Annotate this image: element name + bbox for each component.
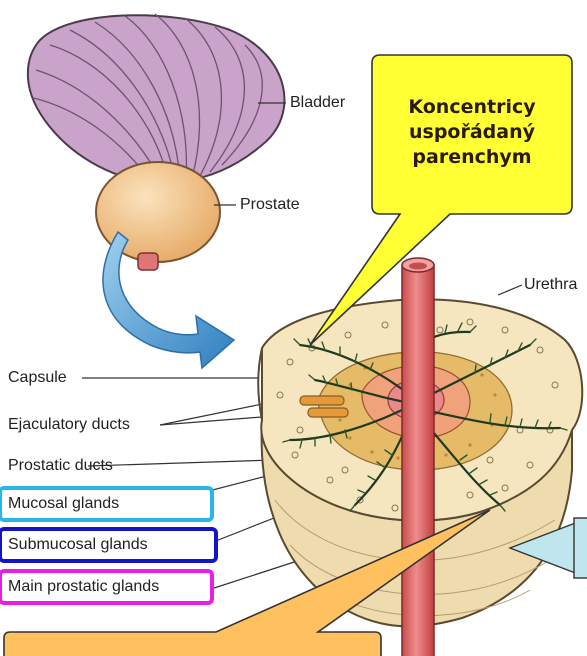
callout-line-2: uspořádaný [376, 120, 568, 145]
label-submucosal-glands: Submucosal glands [0, 527, 218, 563]
label-capsule: Capsule [8, 368, 67, 388]
bladder-illustration [28, 14, 285, 183]
label-ejaculatory-ducts: Ejaculatory ducts [8, 415, 130, 435]
label-main-prostatic-glands: Main prostatic glands [0, 569, 214, 605]
callout-line-1: Koncentricy [376, 95, 568, 120]
label-urethra: Urethra [524, 275, 577, 295]
callout-text: Koncentricy uspořádaný parenchym [376, 95, 568, 170]
label-prostate: Prostate [240, 195, 300, 215]
label-mucosal-glands: Mucosal glands [0, 486, 214, 522]
callout-line-3: parenchym [376, 145, 568, 170]
label-bladder: Bladder [290, 93, 345, 113]
label-prostatic-ducts: Prostatic ducts [8, 456, 113, 476]
